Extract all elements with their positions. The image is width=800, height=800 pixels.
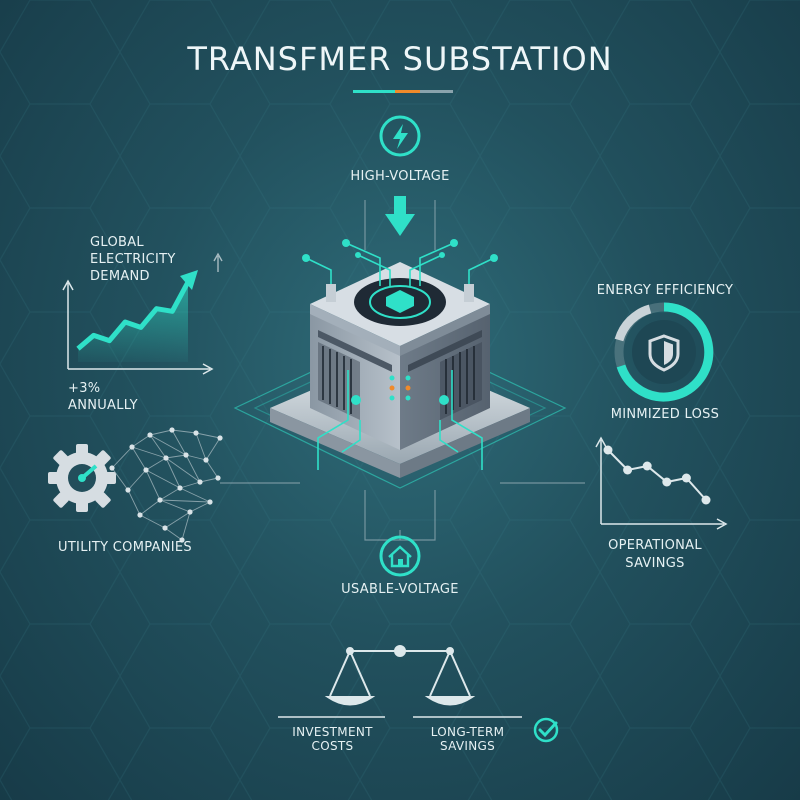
savings-points <box>603 445 711 505</box>
network-edge <box>189 501 211 513</box>
network-edge <box>131 434 151 448</box>
usable-voltage-label: USABLE-VOLTAGE <box>341 582 459 597</box>
house-icon <box>379 535 421 577</box>
network-edge <box>195 432 221 439</box>
network-node <box>207 499 213 505</box>
network-node <box>179 537 185 543</box>
demand-title: GLOBAL ELECTRICITY DEMAND <box>90 235 176 284</box>
network-node <box>162 525 168 531</box>
network-node <box>169 427 175 433</box>
network-node <box>143 467 149 473</box>
network-edge <box>164 527 183 541</box>
network-edge <box>149 434 167 459</box>
network-edge <box>159 499 211 503</box>
demand-area <box>78 282 188 362</box>
network-node <box>203 457 209 463</box>
down-arrow-icon <box>385 196 415 236</box>
network-node <box>157 497 163 503</box>
network-edge <box>171 429 187 456</box>
network-edge <box>111 446 133 469</box>
network-node <box>163 455 169 461</box>
shield-icon <box>648 334 680 372</box>
savings-point <box>603 445 613 455</box>
network-edge <box>165 457 181 489</box>
network-node <box>193 430 199 436</box>
network-node <box>187 509 193 515</box>
minimized-loss-label: MINMIZED LOSS <box>610 407 720 422</box>
network-edge <box>111 467 129 491</box>
savings-point <box>642 461 652 471</box>
network-edge <box>145 469 181 489</box>
network-edge <box>185 454 207 461</box>
network-edge <box>179 487 211 503</box>
network-edge <box>159 499 191 513</box>
network-edge <box>205 437 221 461</box>
long-term-savings-label: LONG-TERM SAVINGS <box>430 725 505 753</box>
network-edge <box>205 459 219 479</box>
savings-line <box>607 449 707 501</box>
network-node <box>197 479 203 485</box>
network-graph <box>111 429 221 541</box>
network-edge <box>181 511 191 541</box>
network-edge <box>131 446 167 459</box>
network-node <box>183 452 189 458</box>
check-circle-icon <box>533 717 559 743</box>
network-edge <box>139 514 166 529</box>
network-edge <box>131 446 147 471</box>
network-edge <box>149 429 173 436</box>
savings-point <box>681 473 691 483</box>
network-edge <box>159 487 181 501</box>
demand-arrowhead <box>180 270 198 290</box>
lightning-icon <box>379 115 421 157</box>
network-edge <box>145 469 161 501</box>
network-edge <box>165 454 187 459</box>
network-node <box>125 487 131 493</box>
network-edge <box>195 432 207 461</box>
network-edge <box>149 434 187 456</box>
utility-companies-label: UTILITY COMPANIES <box>58 540 192 555</box>
network-edge <box>179 481 201 489</box>
demand-line <box>76 280 191 351</box>
network-edge <box>127 489 141 516</box>
network-edge <box>185 454 201 483</box>
network-edge <box>164 511 191 529</box>
savings-point <box>623 465 633 475</box>
network-edge <box>165 457 201 483</box>
network-node <box>129 444 135 450</box>
network-node <box>177 485 183 491</box>
network-node <box>109 465 115 471</box>
network-edge <box>171 429 197 434</box>
network-node <box>215 475 221 481</box>
gear-icon <box>48 444 116 512</box>
network-edge <box>199 477 219 483</box>
network-node <box>137 512 143 518</box>
demand-chart <box>62 252 223 375</box>
title-underline <box>353 90 453 93</box>
network-edge <box>145 457 167 471</box>
demand-growth-annotation: +3% ANNUALLY <box>68 381 138 413</box>
savings-point <box>662 477 672 487</box>
energy-efficiency-label: ENERGY EFFICIENCY <box>596 283 734 298</box>
network-node <box>217 435 223 441</box>
balance-scale-icon <box>324 645 476 706</box>
operational-savings-label: OPERATIONAL SAVINGS <box>608 538 702 571</box>
network-edge <box>127 469 147 491</box>
network-node <box>147 432 153 438</box>
page-title: TRANSFMER SUBSTATION <box>187 40 613 78</box>
savings-chart <box>595 436 728 530</box>
transformer-building <box>302 239 498 470</box>
investment-costs-label: INVESTMENT COSTS <box>292 725 373 753</box>
high-voltage-label: HIGH-VOLTAGE <box>350 169 450 184</box>
network-nodes <box>109 427 223 543</box>
network-edge <box>139 499 161 516</box>
savings-point <box>701 495 711 505</box>
